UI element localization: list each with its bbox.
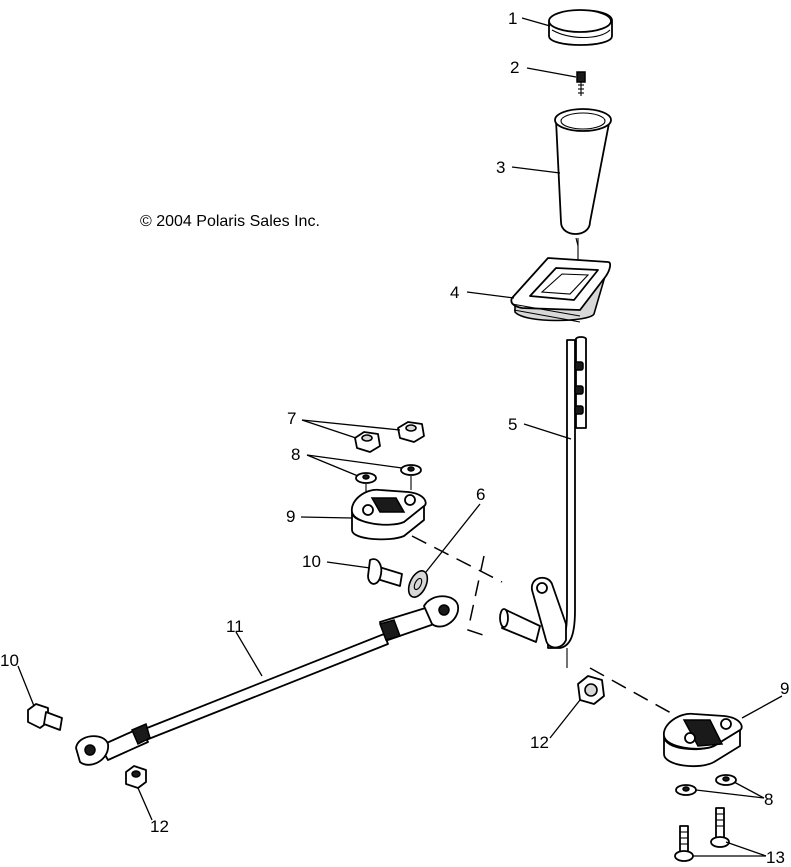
- callout-10-upper: 10: [302, 552, 321, 571]
- callout-12-right: 12: [530, 733, 549, 752]
- lock-washer-lower-left: [675, 784, 697, 796]
- screw-lower-right: [710, 807, 730, 848]
- shift-boot-plate: [510, 257, 612, 323]
- shift-tie-rod: [75, 595, 459, 766]
- callout-7: 7: [287, 409, 296, 428]
- assembly-line-bracket: [467, 555, 487, 637]
- callout-labels: 1 2 3 4 5 6 7 8 9 10 11 10 12 12 9 8 13: [0, 9, 789, 867]
- pivot-block-lower: [663, 712, 743, 768]
- callout-11: 11: [226, 617, 244, 636]
- lock-washer-lower-right: [715, 774, 737, 786]
- lock-washer-upper-left: [355, 472, 377, 484]
- lock-washer-upper-right: [400, 464, 422, 476]
- callout-5: 5: [508, 415, 517, 434]
- flat-washer: [407, 570, 429, 598]
- shift-handle-grip: [554, 108, 612, 247]
- assembly-line-left: [411, 535, 503, 583]
- shift-knob-cap: [548, 9, 613, 46]
- callout-8-upper: 8: [291, 445, 300, 464]
- callout-4: 4: [450, 283, 459, 302]
- shoulder-bolt-upper: [367, 558, 403, 587]
- callout-13: 13: [766, 848, 785, 867]
- set-screw: [576, 71, 586, 96]
- leader-lines: [17, 17, 783, 857]
- callout-6: 6: [476, 485, 485, 504]
- hex-nut-upper-right: [397, 421, 425, 443]
- callout-12-left: 12: [150, 817, 169, 836]
- hex-nut-lower-right: [577, 675, 605, 705]
- hex-nut-lower-left: [125, 765, 147, 789]
- callout-9-lower: 9: [780, 679, 789, 698]
- pivot-block-upper: [351, 488, 427, 541]
- callout-2: 2: [510, 58, 519, 77]
- copyright-notice: © 2004 Polaris Sales Inc.: [140, 213, 320, 230]
- bolt-left: [27, 703, 63, 731]
- callout-1: 1: [508, 9, 517, 28]
- callout-9-upper: 9: [286, 507, 295, 526]
- callout-3: 3: [496, 158, 505, 177]
- assembly-line-right: [589, 667, 681, 719]
- hex-nut-upper-left: [354, 431, 381, 453]
- shift-lever-rod: [499, 336, 587, 668]
- callout-10-left: 10: [0, 651, 19, 670]
- screw-lower-left: [674, 825, 694, 862]
- callout-8-lower: 8: [764, 790, 773, 809]
